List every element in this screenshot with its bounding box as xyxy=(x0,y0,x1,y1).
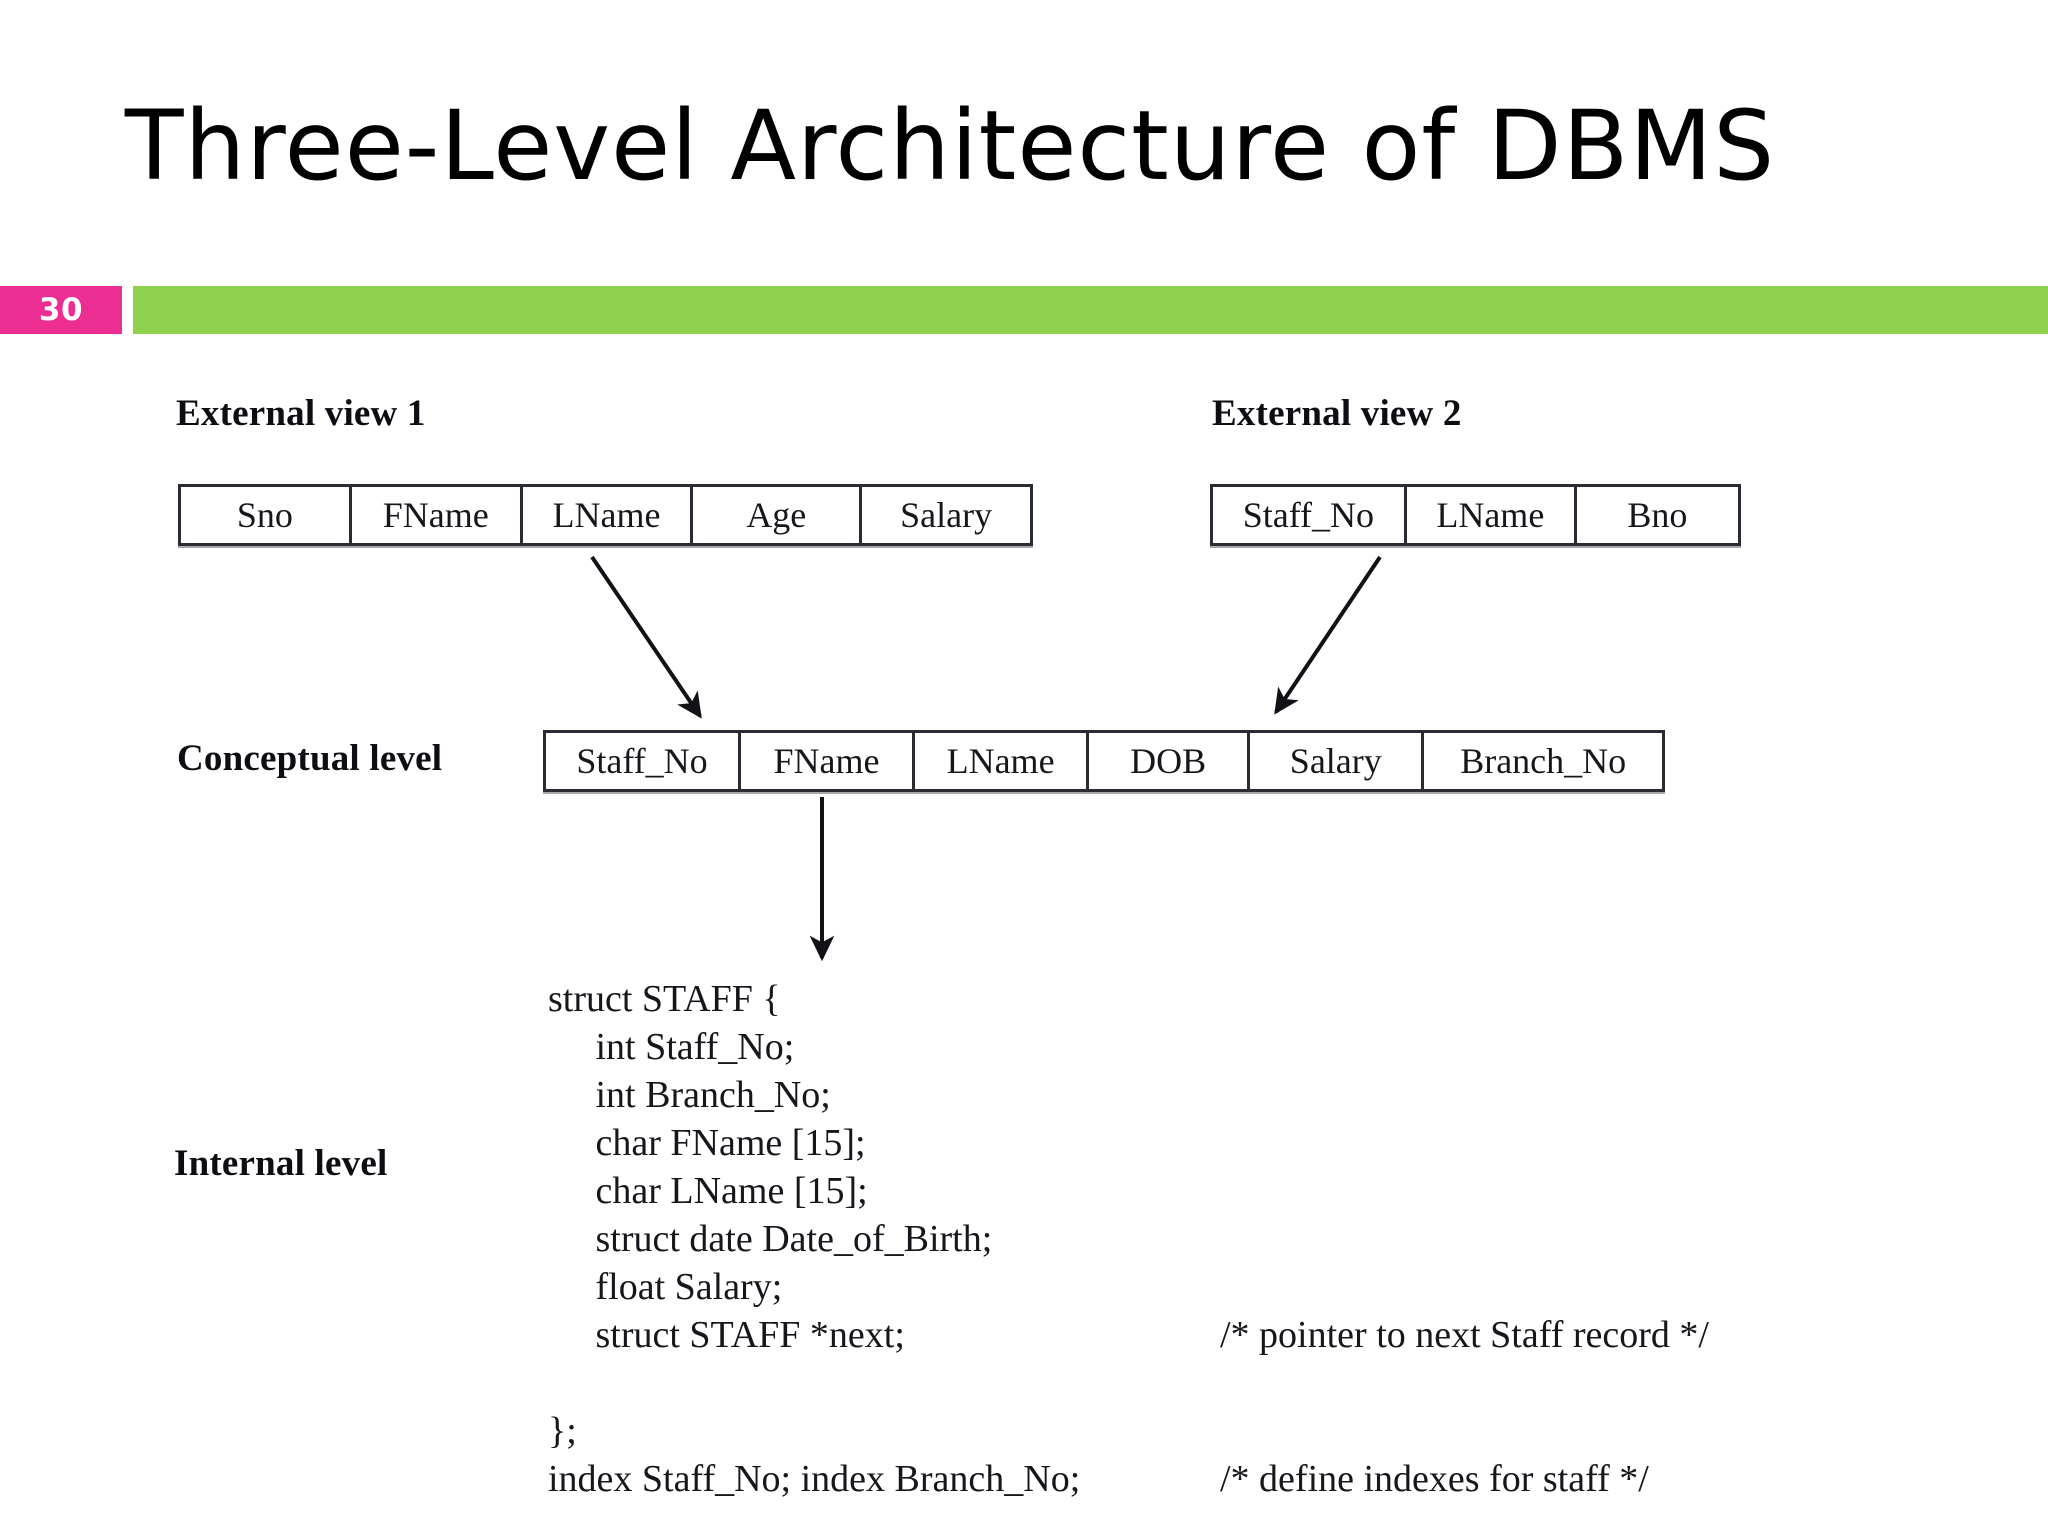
code-line: float Salary; xyxy=(548,1263,1948,1311)
table-cell: LName xyxy=(1407,487,1577,543)
table-cell: Staff_No xyxy=(546,733,741,789)
table-cell: Bno xyxy=(1627,495,1688,535)
table-cell: LName xyxy=(523,487,694,543)
slide-banner: 30 xyxy=(0,286,2048,334)
code-line: struct STAFF { xyxy=(548,975,1948,1023)
code-line-comment: /* pointer to next Staff record */ xyxy=(1220,1314,1709,1356)
code-line-text: float Salary; xyxy=(548,1266,783,1308)
code-line: char LName [15]; xyxy=(548,1167,1948,1215)
table-cell: DOB xyxy=(1089,733,1251,789)
internal-level-label: Internal level xyxy=(174,1143,388,1184)
code-line xyxy=(548,1359,1948,1407)
code-line: int Branch_No; xyxy=(548,1071,1948,1119)
table-cell: Salary xyxy=(1250,733,1425,789)
table-cell: Age xyxy=(693,487,863,543)
conceptual-level-label: Conceptual level xyxy=(177,738,443,779)
arrow-external2-to-conceptual xyxy=(1274,555,1382,715)
table-cell: Sno xyxy=(181,487,352,543)
table-cell: Staff_No xyxy=(1213,487,1407,543)
code-line-comment: /* define indexes for staff */ xyxy=(1220,1458,1649,1500)
code-line-text: struct date Date_of_Birth; xyxy=(548,1218,993,1260)
internal-level-code-block: struct STAFF { int Staff_No; int Branch_… xyxy=(548,975,1948,1503)
code-line-text: struct STAFF *next; xyxy=(548,1314,905,1356)
code-line: char FName [15]; xyxy=(548,1119,1948,1167)
code-line: int Staff_No; xyxy=(548,1023,1948,1071)
table-cell: FName xyxy=(741,733,916,789)
code-line-text: int Staff_No; xyxy=(548,1026,795,1068)
slide-number-badge: 30 xyxy=(0,286,122,334)
code-line-text: char FName [15]; xyxy=(548,1122,866,1164)
code-line: struct date Date_of_Birth; xyxy=(548,1215,1948,1263)
external-view-2-table: Staff_No LName Bno xyxy=(1210,484,1741,546)
code-line-text: char LName [15]; xyxy=(548,1170,868,1212)
green-divider-bar xyxy=(133,286,2048,334)
page-title: Three-Level Architecture of DBMS xyxy=(124,90,1776,202)
table-cell: Salary xyxy=(900,495,993,535)
code-line-text: index Staff_No; index Branch_No; xyxy=(548,1458,1081,1500)
external-view-1-table: Sno FName LName Age Salary xyxy=(178,484,1033,546)
external-view-1-label: External view 1 xyxy=(176,393,426,434)
table-cell: LName xyxy=(915,733,1090,789)
code-line: }; xyxy=(548,1407,1948,1455)
conceptual-level-table: Staff_No FName LName DOB Salary Branch_N… xyxy=(543,730,1665,792)
code-line-text: int Branch_No; xyxy=(548,1074,831,1116)
external-view-2-label: External view 2 xyxy=(1212,393,1462,434)
code-line-text: struct STAFF { xyxy=(548,978,781,1020)
code-line: struct STAFF *next; /* pointer to next St… xyxy=(548,1311,1948,1359)
code-line: index Staff_No; index Branch_No; /* defin… xyxy=(548,1455,1948,1503)
table-cell: Branch_No xyxy=(1460,741,1627,781)
table-cell: FName xyxy=(352,487,523,543)
arrow-external1-to-conceptual xyxy=(590,555,702,719)
code-line-text: }; xyxy=(548,1410,577,1452)
